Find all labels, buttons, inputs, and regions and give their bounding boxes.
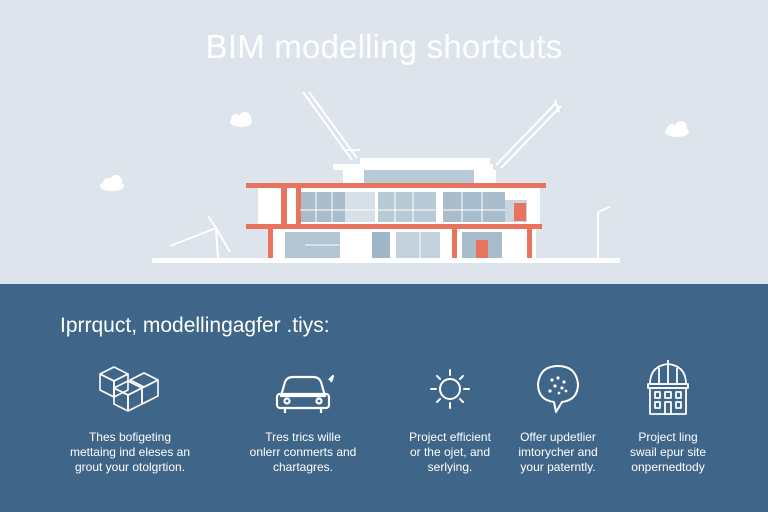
feature-description: Offer updetlier imtorycher and your pate… [518,430,598,474]
cloud-icon [100,175,124,191]
feature-description: Project efficient or the ojet, and serly… [409,430,491,474]
feature-description: Thes bofigeting mettaing ind eleses an g… [69,430,191,474]
hero-section: BIM modelling shortcuts [100,28,689,263]
crane-right [495,99,562,169]
building [246,158,546,258]
wind-turbine [169,215,231,259]
feature-item: Project ling swail epur site onpernedtod… [593,358,743,475]
feature-item: Offer updetlier imtorycher and your pate… [483,358,633,475]
cubes-icon [99,366,159,412]
feature-description: Project ling swail epur site onpernedtod… [629,430,707,474]
feature-item: Thes bofigeting mettaing ind eleses an g… [55,358,205,475]
building-dome-icon [647,360,689,415]
street-lamp [597,206,611,258]
feature-item: Tres trics wille onlerr conmerts and cha… [228,358,378,475]
features-panel: Iprrquct, modellingagfer .tiys: [0,284,768,512]
building-illustration [100,91,689,263]
cloud-icon [230,112,252,127]
car-icon [275,374,335,413]
chat-bubble-icon [537,365,579,413]
crane-left [302,91,360,161]
features-row: Thes bofigeting mettaing ind eleses an g… [0,358,768,498]
ground-line [152,258,620,263]
section-subtitle: Iprrquct, modellingagfer .tiys: [60,314,330,337]
feature-item: Project efficient or the ojet, and serly… [375,358,525,475]
page-title: BIM modelling shortcuts [205,28,563,65]
cloud-icon [665,121,689,137]
sun-icon [430,369,470,409]
feature-description: Tres trics wille onlerr conmerts and cha… [249,430,357,474]
